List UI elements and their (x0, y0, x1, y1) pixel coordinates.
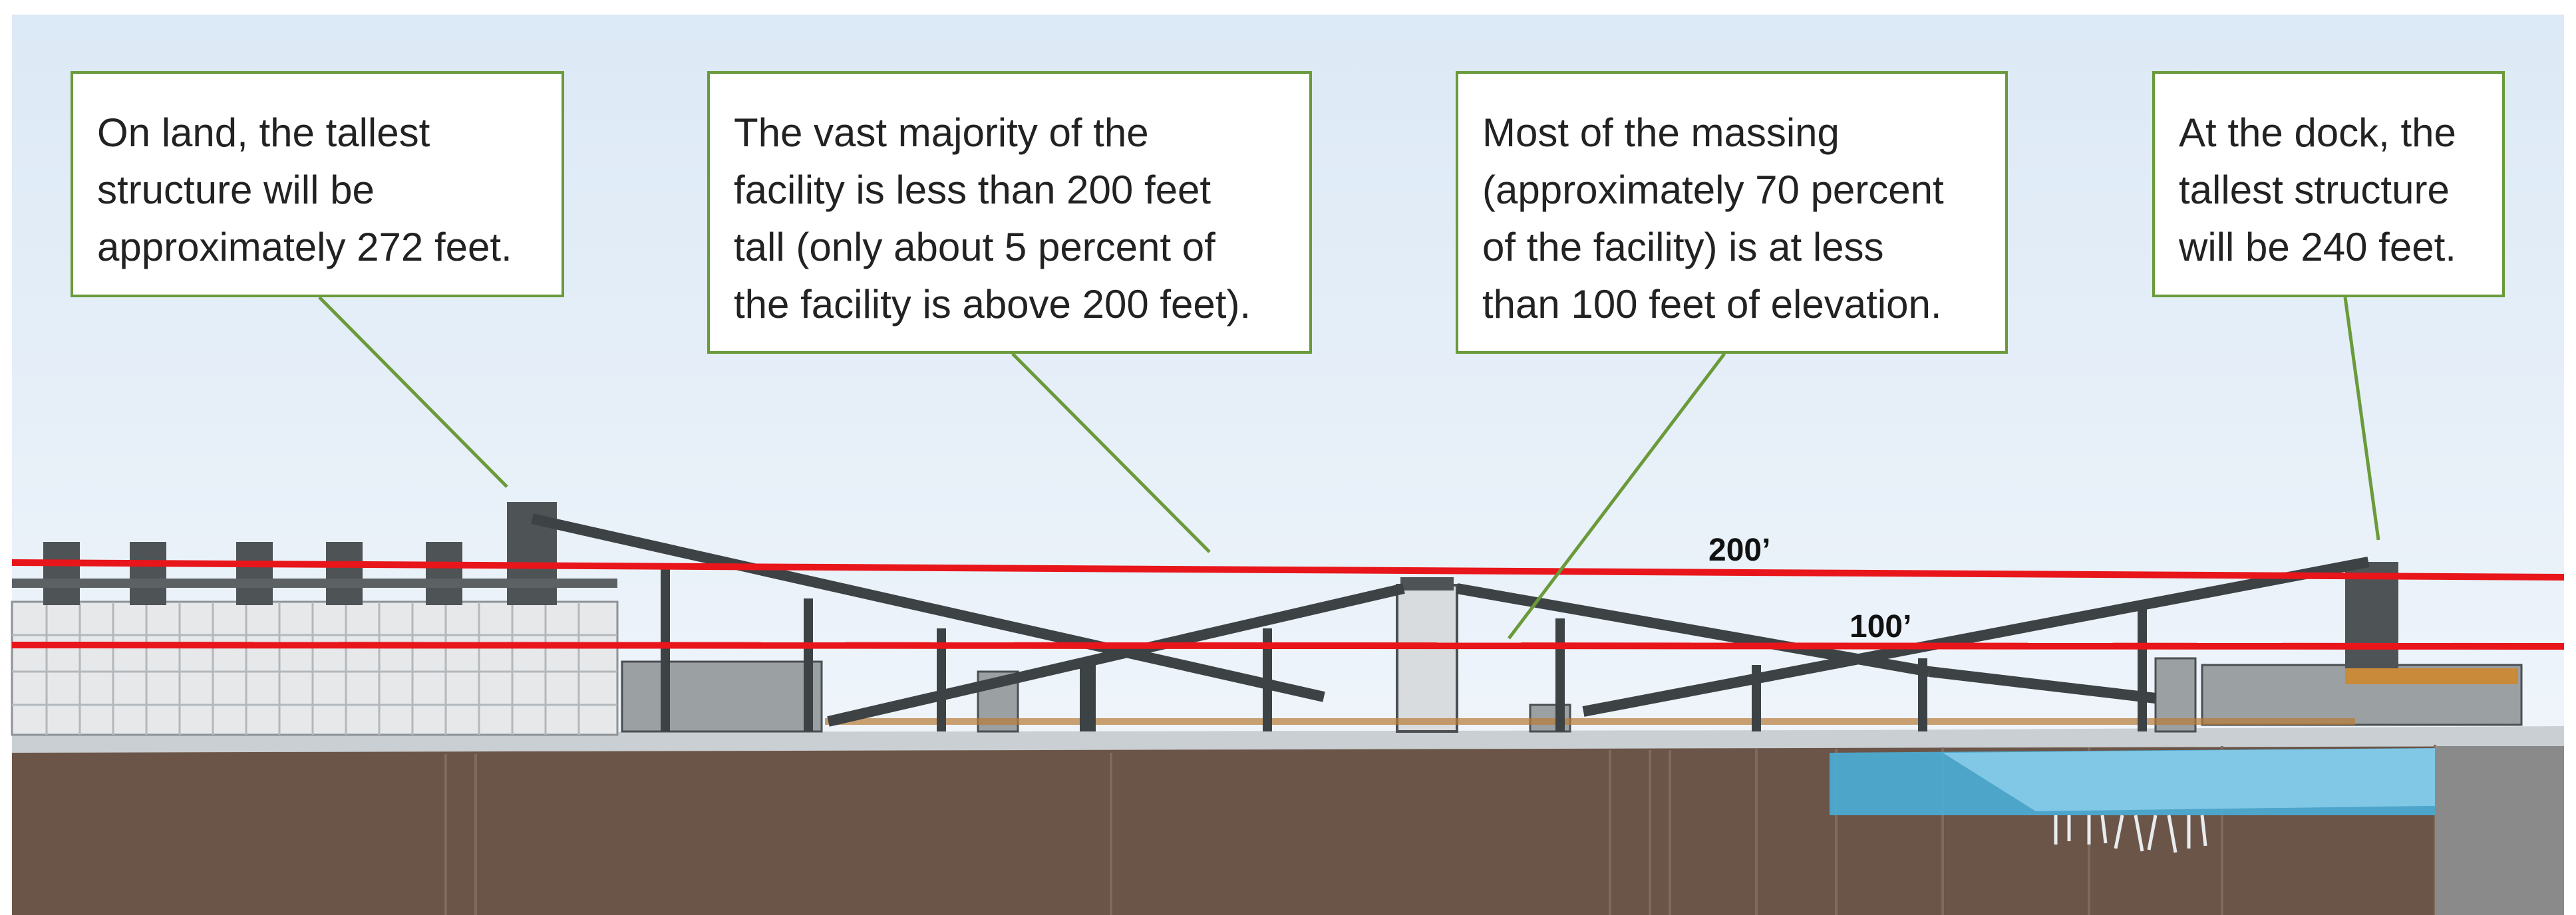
callout-line: the facility is above 200 feet). (734, 282, 1251, 327)
callout-line: At the dock, the (2179, 110, 2456, 155)
ground-surface (12, 726, 2564, 753)
callout-leader-lines (318, 296, 2380, 640)
dock-loader (2345, 562, 2398, 675)
callout-line: tallest structure (2179, 168, 2450, 212)
callout-line: than 100 feet of elevation. (1482, 282, 1942, 327)
elevation-label-100: 100’ (1850, 609, 1912, 644)
silo-gallery (12, 579, 617, 588)
callout-line: Most of the massing (1482, 110, 1840, 155)
elevation-line-100ft (11, 642, 2565, 650)
central-tower-top (1400, 577, 1454, 590)
elevation-line-200ft (11, 559, 2565, 581)
callout-vast-majority: The vast majority of the facility is les… (707, 71, 1312, 354)
callout-line: (approximately 70 percent (1482, 168, 1944, 212)
callout-line: On land, the tallest (97, 110, 430, 155)
callout-dock-tallest: At the dock, the tallest structure will … (2152, 71, 2505, 297)
dock-piles (2054, 815, 2207, 853)
callout-line: approximately 272 feet. (97, 225, 512, 269)
callout-line: tall (only about 5 percent of (734, 225, 1215, 269)
conveyor-galleries (531, 513, 2370, 727)
callout-line: The vast majority of the (734, 110, 1149, 155)
callout-line: structure will be (97, 168, 375, 212)
dock-water-light (1943, 747, 2521, 811)
central-tower (1396, 584, 1458, 733)
callout-line: facility is less than 200 feet (734, 168, 1211, 212)
callout-line: will be 240 feet. (2179, 225, 2456, 269)
callout-line: of the facility) is at less (1482, 225, 1884, 269)
dock-orange-deck (2345, 668, 2518, 684)
dock-wall (2435, 746, 2564, 915)
elevation-label-200: 200’ (1708, 533, 1771, 568)
silo-top-towers (43, 502, 557, 605)
ground-conveyor-orange (825, 718, 2355, 725)
callout-land-tallest: On land, the tallest structure will be a… (71, 71, 564, 297)
grain-silos (11, 600, 619, 736)
callout-massing: Most of the massing (approximately 70 pe… (1456, 71, 2008, 354)
conveyor-supports (661, 569, 2147, 731)
